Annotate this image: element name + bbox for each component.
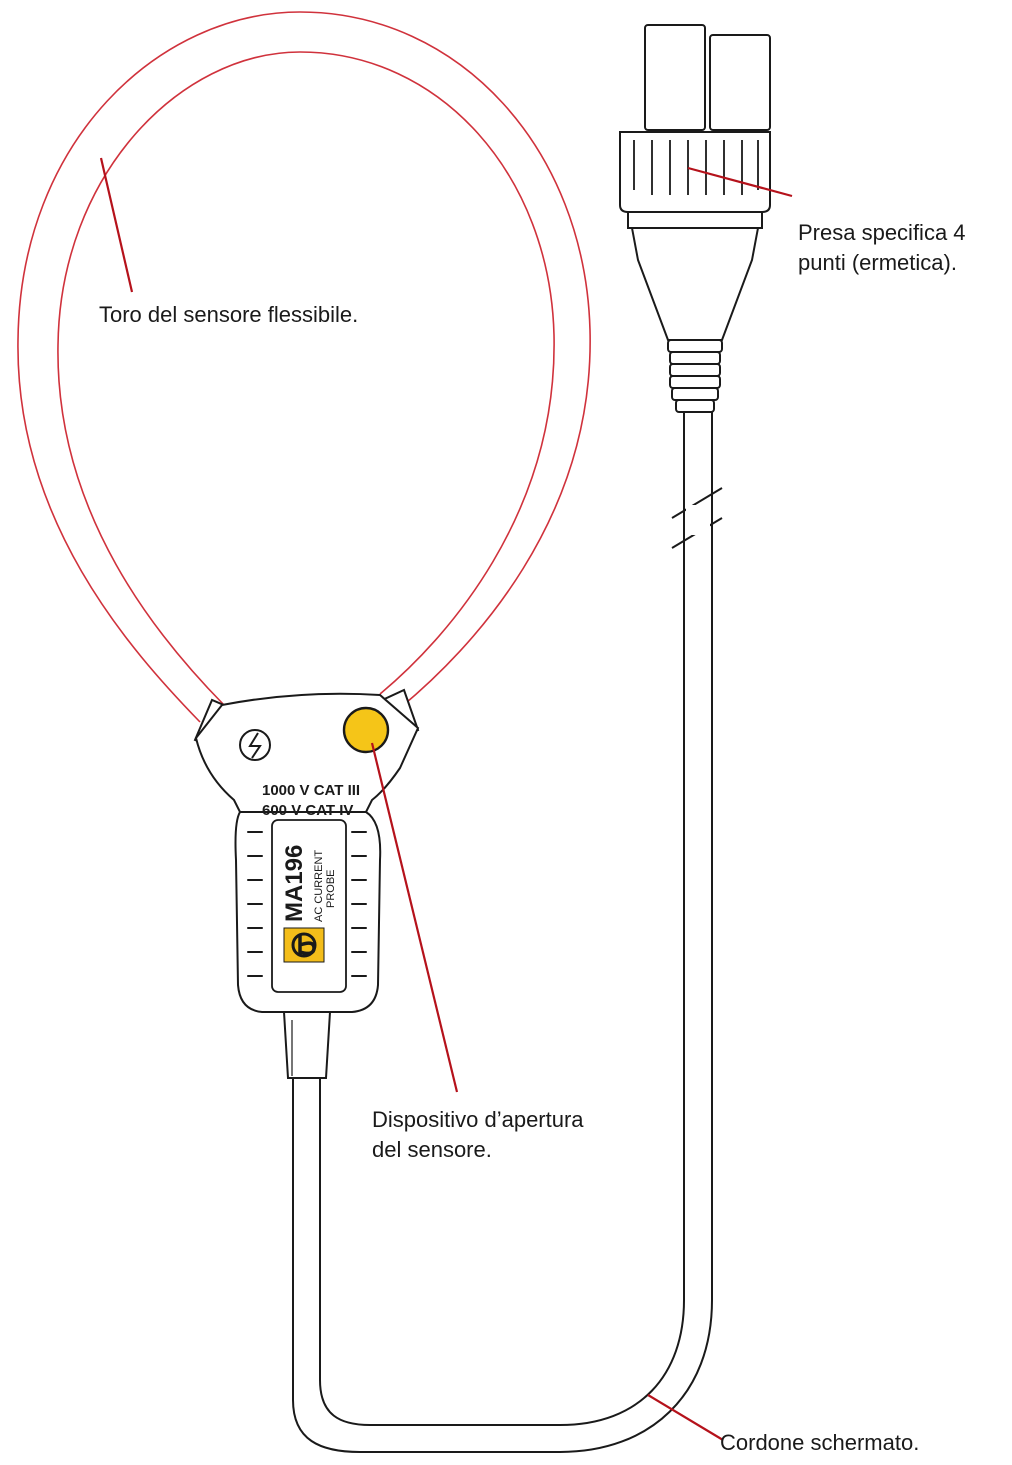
- probe-type-line2: PROBE: [325, 869, 337, 908]
- label-opening-line1: Dispositivo d’apertura: [372, 1107, 584, 1132]
- probe-type-line1: AC CURRENT: [313, 850, 325, 922]
- label-opening-device: Dispositivo d’apertura del sensore.: [372, 1105, 584, 1165]
- shielded-cord: [292, 410, 723, 1453]
- label-opening-line2: del sensore.: [372, 1137, 492, 1162]
- label-shielded-cord: Cordone schermato.: [720, 1428, 919, 1458]
- label-socket: Presa specifica 4 punti (ermetica).: [798, 218, 966, 278]
- leader-lines: [99, 157, 793, 1441]
- label-shielded-cord-text: Cordone schermato.: [720, 1430, 920, 1455]
- leader-torus: [99, 157, 134, 293]
- connector: [619, 24, 771, 413]
- brand-logo: [283, 927, 325, 963]
- probe-model: MA196: [281, 845, 308, 922]
- rating-cat3: 1000 V CAT III: [262, 782, 360, 799]
- label-socket-line1: Presa specifica 4: [798, 220, 966, 245]
- flexible-sensor-torus: [17, 11, 591, 723]
- opening-button: [342, 706, 390, 754]
- label-flexible-torus-text: Toro del sensore flessibile.: [99, 302, 359, 327]
- connector-pin-left: [644, 24, 706, 131]
- connector-pin-right: [709, 34, 771, 131]
- rating-cat4: 600 V CAT IV: [262, 802, 353, 819]
- leader-opening: [370, 742, 459, 1093]
- label-socket-line2: punti (ermetica).: [798, 250, 957, 275]
- leader-cord: [647, 1394, 724, 1441]
- leader-socket: [687, 166, 793, 198]
- label-flexible-torus: Toro del sensore flessibile.: [99, 300, 358, 330]
- insulation-symbol-icon: [239, 729, 271, 761]
